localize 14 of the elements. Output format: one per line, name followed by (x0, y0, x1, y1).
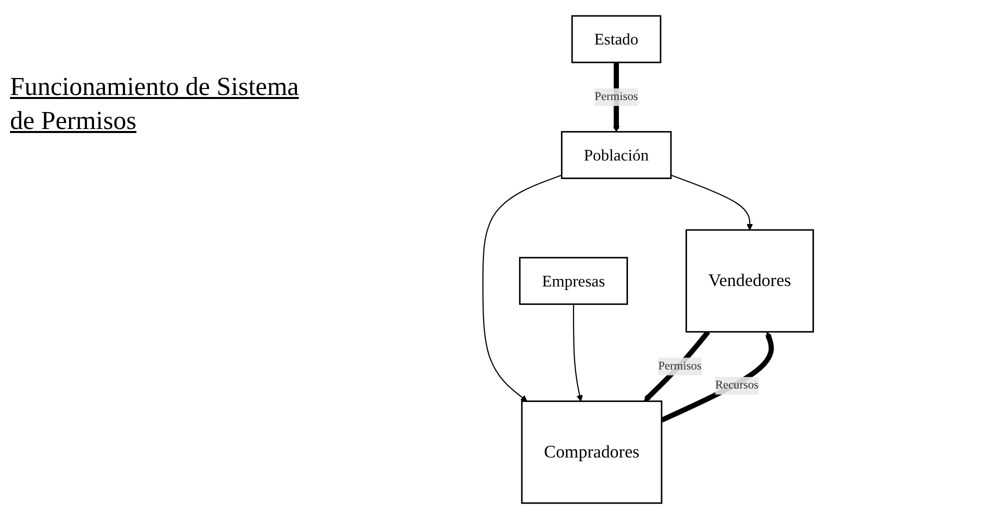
diagram-title: Funcionamiento de Sistema de Permisos (10, 71, 300, 137)
arrow (573, 304, 584, 402)
arrow (482, 174, 562, 402)
arrow (660, 332, 774, 423)
edge-label: Recursos (716, 379, 759, 392)
node-box: Empresas (520, 256, 628, 305)
edge-label: Permisos (658, 360, 702, 372)
edge-label: Permisos (595, 90, 638, 104)
node-box: Compradores (522, 400, 663, 504)
node-box: Estado (572, 15, 662, 64)
arrow (644, 330, 711, 402)
arrow (671, 174, 754, 230)
node-box: Vendedores (686, 229, 814, 333)
node-box: Población (561, 131, 672, 180)
